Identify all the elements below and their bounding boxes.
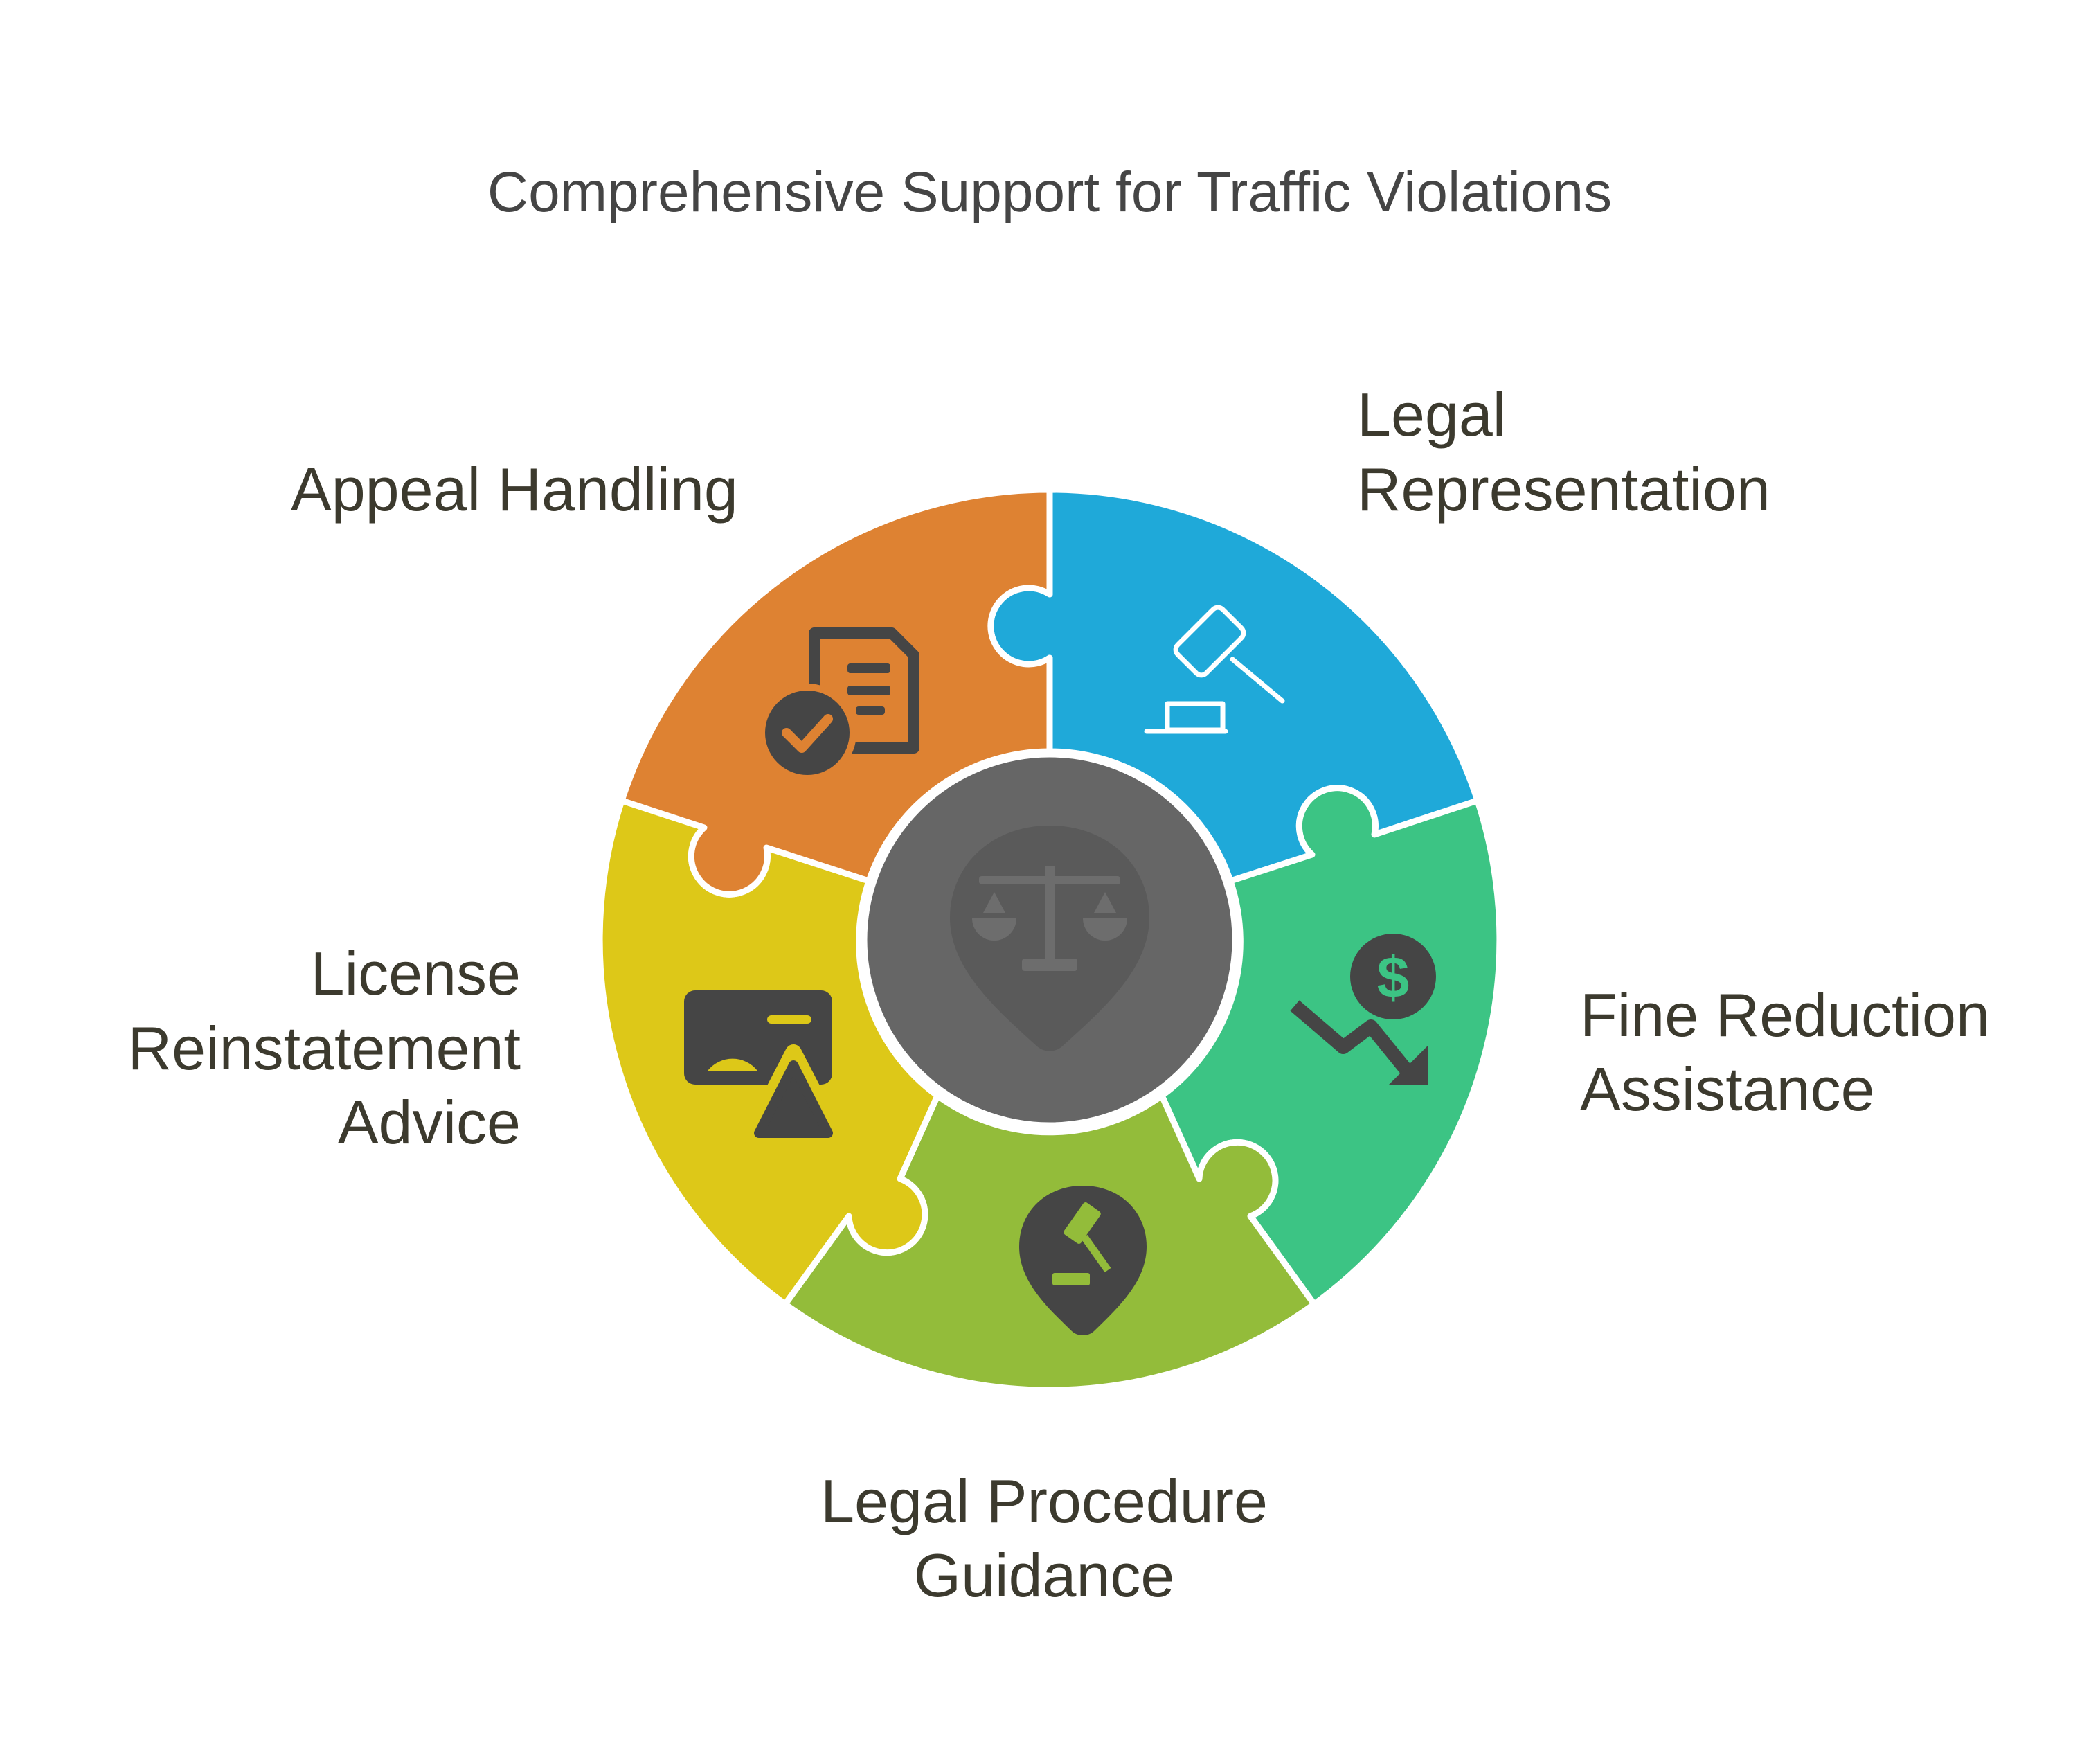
label-legal-representation-line2: Representation xyxy=(1357,455,1770,524)
license-card-warning-icon xyxy=(684,990,845,1144)
gavel-icon xyxy=(1144,605,1285,734)
label-legal-procedure-line1: Legal Procedure xyxy=(820,1467,1268,1535)
label-legal-procedure-line2: Guidance xyxy=(914,1541,1175,1610)
label-appeal-handling: Appeal Handling xyxy=(291,455,738,524)
label-legal-representation-line1: Legal xyxy=(1357,380,1506,449)
label-license-reinstatement-line1: License xyxy=(311,939,521,1008)
label-license-reinstatement-line2: Reinstatement xyxy=(128,1014,521,1083)
gavel-pin-icon xyxy=(1019,1186,1147,1335)
document-check-icon xyxy=(758,627,919,782)
scales-of-justice-shield-icon xyxy=(950,826,1149,1051)
diagram-title: Comprehensive Support for Traffic Violat… xyxy=(487,161,1612,224)
svg-text:$: $ xyxy=(1377,945,1410,1010)
label-license-reinstatement-line3: Advice xyxy=(338,1088,521,1157)
segment-appeal-handling xyxy=(618,486,1053,898)
label-fine-reduction-line1: Fine Reduction xyxy=(1580,981,1990,1049)
dollar-down-trend-icon: $ xyxy=(1290,934,1436,1085)
label-fine-reduction-line2: Assistance xyxy=(1580,1055,1875,1123)
